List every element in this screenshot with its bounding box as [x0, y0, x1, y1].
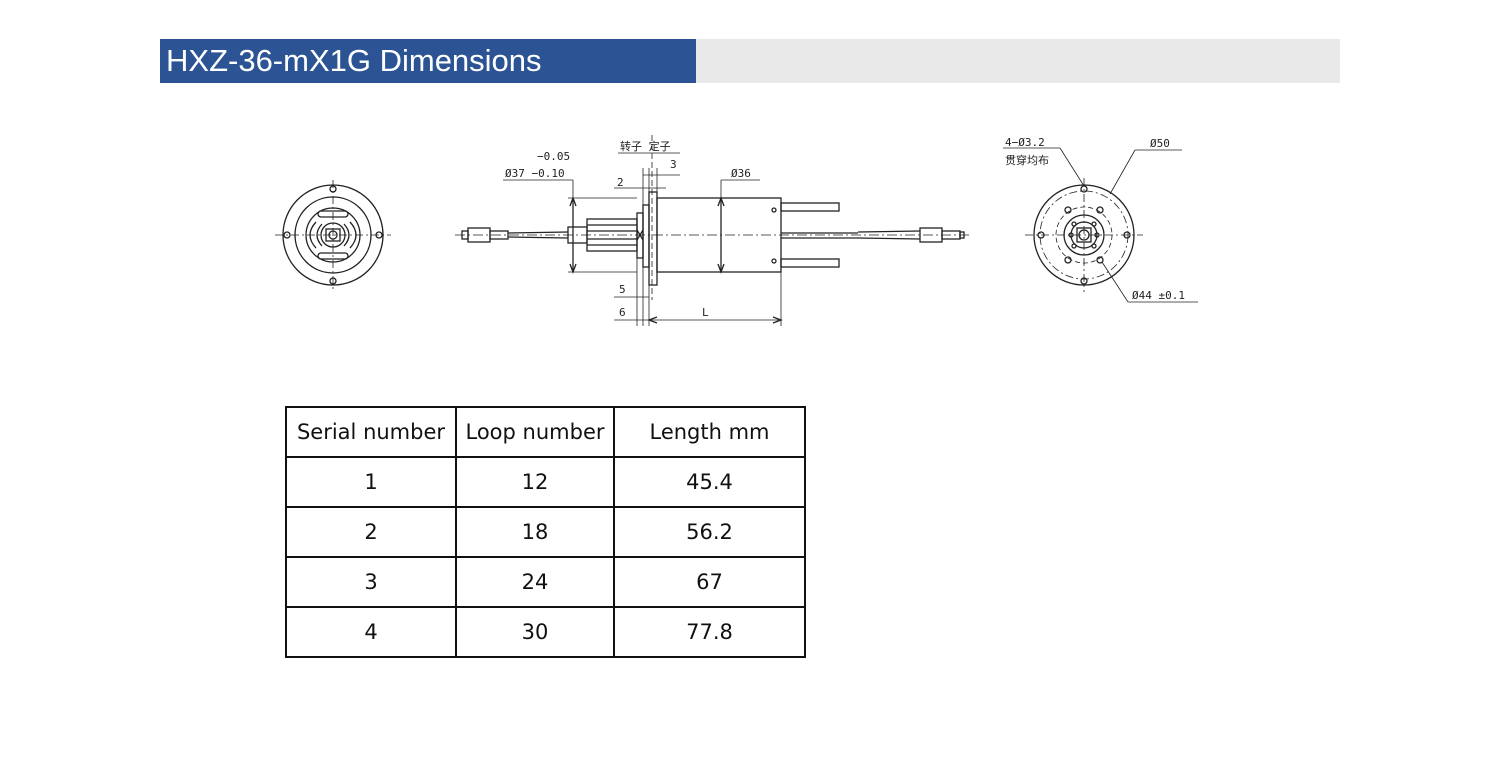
- page-title: HXZ-36-mX1G Dimensions: [160, 39, 696, 83]
- dim-3-label: 3: [670, 158, 677, 171]
- side-view: [455, 135, 970, 326]
- front-end-view: [275, 180, 391, 290]
- table-row: 3 24 67: [285, 556, 806, 608]
- cell-serial: 2: [285, 506, 457, 558]
- technical-drawing: −0.05 Ø37 −0.10 转子 定子 3 2 Ø36 5 6 L 4−Ø3…: [275, 135, 1198, 326]
- dimension-table: Serial number Loop number Length mm 1 12…: [285, 406, 806, 658]
- cell-serial: 4: [285, 606, 457, 658]
- holes-label: 4−Ø3.2: [1005, 136, 1045, 149]
- cell-loop: 12: [455, 456, 615, 508]
- table-row: 4 30 77.8: [285, 606, 806, 658]
- diameter-50-label: Ø50: [1150, 137, 1170, 150]
- cell-serial: 3: [285, 556, 457, 608]
- tolerance-upper-label: −0.05: [537, 150, 570, 163]
- dim-L-label: L: [702, 306, 709, 319]
- table-header-row: Serial number Loop number Length mm: [285, 406, 806, 458]
- rear-end-view: [1003, 147, 1198, 303]
- cell-length: 77.8: [613, 606, 806, 658]
- cell-length: 67: [613, 556, 806, 608]
- diameter-37-label: Ø37 −0.10: [505, 167, 565, 180]
- cell-loop: 30: [455, 606, 615, 658]
- table-row: 2 18 56.2: [285, 506, 806, 558]
- diameter-44-label: Ø44 ±0.1: [1132, 289, 1185, 302]
- cell-loop: 24: [455, 556, 615, 608]
- header-loop-number: Loop number: [455, 406, 615, 458]
- rotor-stator-label: 转子 定子: [620, 139, 671, 153]
- header-length: Length mm: [613, 406, 806, 458]
- diameter-36-label: Ø36: [731, 167, 751, 180]
- dim-6-label: 6: [619, 306, 626, 319]
- holes-note-label: 贯穿均布: [1005, 153, 1049, 167]
- dim-2-label: 2: [617, 176, 624, 189]
- dim-5-label: 5: [619, 283, 626, 296]
- cell-serial: 1: [285, 456, 457, 508]
- header-serial-number: Serial number: [285, 406, 457, 458]
- table-row: 1 12 45.4: [285, 456, 806, 508]
- cell-loop: 18: [455, 506, 615, 558]
- cell-length: 56.2: [613, 506, 806, 558]
- cell-length: 45.4: [613, 456, 806, 508]
